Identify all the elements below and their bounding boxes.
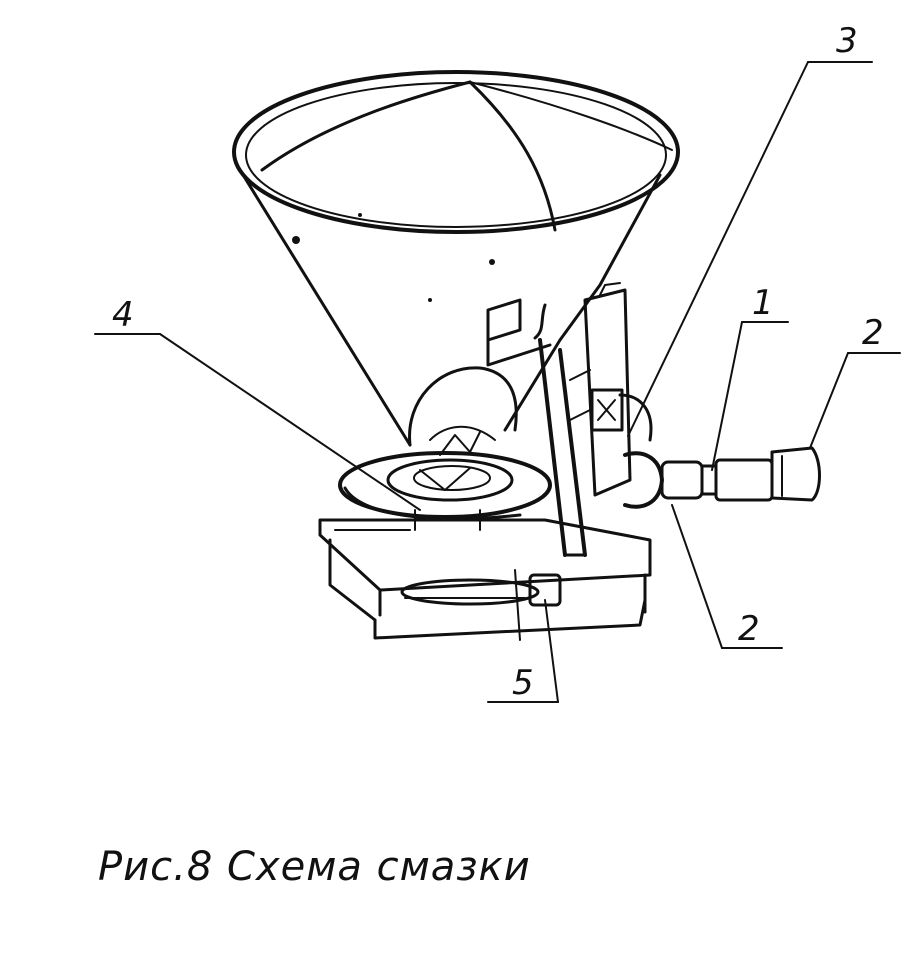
callout-label-1: 1	[752, 283, 774, 323]
callout-label-5: 5	[512, 663, 534, 703]
callout-leaders	[94, 61, 901, 703]
figure-caption: Рис.8 Схема смазки	[98, 844, 531, 890]
drive-shaft-assembly	[623, 446, 821, 509]
drive-bracket	[486, 282, 653, 557]
hopper-funnel	[232, 70, 680, 447]
callout-label-2-top: 2	[862, 313, 884, 353]
base-frame	[318, 509, 652, 641]
callout-label-2-bottom: 2	[738, 609, 760, 649]
callout-label-4: 4	[112, 295, 134, 335]
spreader-disc	[338, 451, 552, 521]
disc-cover-dome	[408, 366, 518, 456]
callout-label-3: 3	[836, 21, 858, 61]
